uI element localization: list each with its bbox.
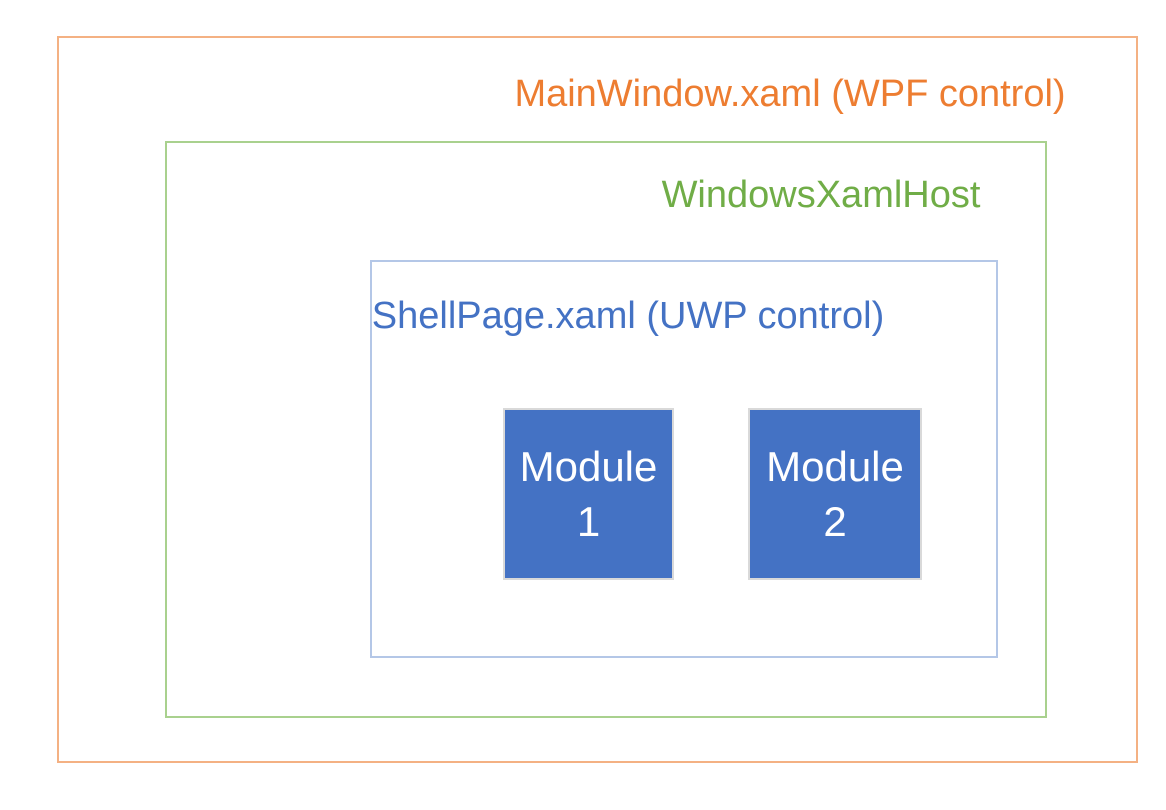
module-1-box: Module 1 xyxy=(503,408,674,580)
shellpage-uwp-label: ShellPage.xaml (UWP control) xyxy=(371,295,885,337)
module-2-box: Module 2 xyxy=(748,408,922,580)
module-1-label-line2: 1 xyxy=(576,498,601,545)
module-1-label-line1: Module xyxy=(519,443,658,490)
mainwindow-wpf-box: MainWindow.xaml (WPF control) WindowsXam… xyxy=(57,36,1138,763)
mainwindow-wpf-label: MainWindow.xaml (WPF control) xyxy=(514,73,1066,115)
shellpage-uwp-box: ShellPage.xaml (UWP control) Module 1 Mo… xyxy=(370,260,998,658)
windowsxamlhost-label: WindowsXamlHost xyxy=(661,174,981,216)
module-2-label-line1: Module xyxy=(766,443,904,490)
windowsxamlhost-box: WindowsXamlHost ShellPage.xaml (UWP cont… xyxy=(165,141,1047,718)
module-2-label-line2: 2 xyxy=(823,498,847,545)
